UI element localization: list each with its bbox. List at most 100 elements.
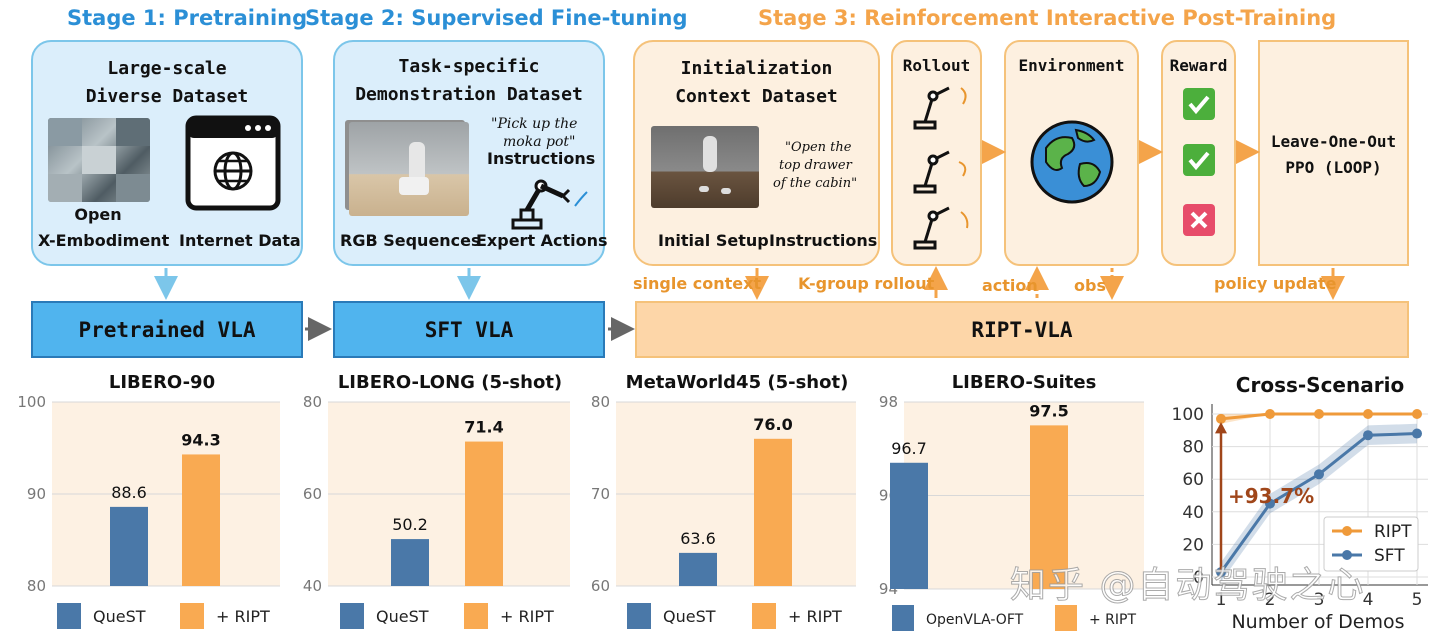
pretrained-vla-box: Pretrained VLA [31,301,303,358]
data-point [1216,413,1226,424]
legend-label: + RIPT [500,607,554,626]
legend-swatch [57,603,81,629]
chart-title: LIBERO-90 [109,372,215,393]
legend-swatch [340,603,364,629]
improvement-arrowhead [1215,422,1227,434]
browser-globe-icon [185,115,281,211]
y-tick-label: 80 [27,577,46,595]
initial-setup-image [651,126,759,208]
robot-arm-icon [511,179,588,230]
legend-label: SFT [1374,546,1405,566]
bar [182,454,220,586]
y-tick-label: 90 [27,485,46,503]
stage3-dataset-panel: Initialization Context Dataset "Open the… [633,40,880,266]
rollout-robot-arms-icon [913,86,969,250]
stage2-quote-line1: "Pick up the [491,116,578,132]
bar [110,506,148,586]
rgb-sequences-label: RGB Sequences [340,231,481,250]
y-tick-label: 40 [303,577,322,595]
bar [754,438,792,586]
data-point [1314,469,1324,480]
chart-title: LIBERO-Suites [952,372,1097,393]
legend-swatch [180,603,204,629]
stage2-dataset-title-line2: Demonstration Dataset [355,84,583,105]
stage3-quote-line1: "Open the [785,140,852,155]
stage3-title: Stage 3: Reinforcement Interactive Post-… [758,6,1337,30]
check-icon [1183,88,1215,120]
y-tick-label: 80 [303,393,322,411]
y-tick-label: 98 [879,393,898,411]
chart-title: MetaWorld45 (5-shot) [626,372,849,393]
stage3-quote-line3: of the cabin" [773,176,858,191]
y-tick-label: 20 [1182,535,1204,555]
legend-swatch [627,603,651,629]
stage3-dataset-title-line2: Context Dataset [675,86,838,107]
internet-data-label: Internet Data [179,231,301,250]
earth-globe-icon [1030,120,1114,204]
improvement-annotation: +93.7% [1228,484,1314,508]
check-icon [1183,144,1215,176]
legend-label: QueST [93,607,146,626]
sft-confidence-band [1221,423,1417,582]
stage1-dataset-title-line1: Large-scale [107,58,227,79]
x-axis-label: Number of Demos [1231,611,1404,633]
y-tick-label: 80 [591,393,610,411]
y-tick-label: 80 [1182,438,1204,458]
environment-panel: Environment [1004,40,1139,266]
k-group-rollout-label: K-group rollout [798,274,935,293]
legend-swatch [752,603,776,629]
data-point [1412,428,1422,439]
y-tick-label: 70 [591,485,610,503]
sft-vla-box: SFT VLA [333,301,605,358]
bar [679,552,717,586]
legend-label: OpenVLA-OFT [926,612,1024,628]
rollout-panel: Rollout [891,40,982,266]
legend-label: RIPT [1374,522,1412,542]
bar-value-label: 88.6 [111,483,147,502]
bar [391,539,429,586]
legend-label: QueST [663,607,716,626]
chart-title: Cross-Scenario [1236,373,1404,397]
chart-title: LIBERO-LONG (5-shot) [338,372,562,393]
bar-value-label: 71.4 [464,418,503,437]
x-tick-label: 3 [1314,590,1325,610]
reward-title: Reward [1169,56,1228,75]
stage1-dataset-panel: Large-scale Diverse Dataset Open X-Embod… [31,40,303,266]
open-x-label-line2: X-Embodiment [38,231,170,250]
bar-value-label: 94.3 [181,430,220,449]
legend-swatch [1055,605,1077,631]
y-tick-label: 40 [1182,503,1204,523]
stage2-instructions-label: Instructions [487,149,596,168]
loop-title-line2: PPO (LOOP) [1285,158,1382,177]
legend-label: + RIPT [216,607,270,626]
action-label: action [982,276,1038,295]
obs-label: obs [1074,276,1106,295]
policy-update-label: policy update [1214,274,1337,293]
open-x-embodiment-image [48,118,150,202]
legend-label: + RIPT [1089,612,1136,628]
y-tick-label: 100 [17,393,46,411]
legend-marker [1342,550,1352,560]
stage1-dataset-title-line2: Diverse Dataset [85,86,249,107]
stage1-title: Stage 1: Pretraining [67,6,308,30]
bar [890,462,928,589]
data-point [1265,498,1275,509]
ript-vla-box: RIPT-VLA [635,301,1409,358]
rollout-title: Rollout [902,56,971,75]
x-tick-label: 5 [1412,590,1423,610]
y-tick-label: 60 [591,577,610,595]
data-point [1363,409,1373,419]
legend-marker [1342,526,1352,536]
cross-icon [1183,204,1215,236]
stage3-quote-line2: top drawer [779,158,852,173]
expert-actions-label: Expert Actions [476,231,608,250]
bar-value-label: 63.6 [680,529,716,548]
x-tick-label: 1 [1216,590,1227,610]
initial-setup-label: Initial Setup [658,231,769,250]
loop-panel: Leave-One-Out PPO (LOOP) [1258,40,1409,266]
stage2-title: Stage 2: Supervised Fine-tuning [305,6,688,30]
stage2-quote-line2: moka pot" [503,134,576,150]
stage3-instructions-label: Instructions [769,231,878,250]
